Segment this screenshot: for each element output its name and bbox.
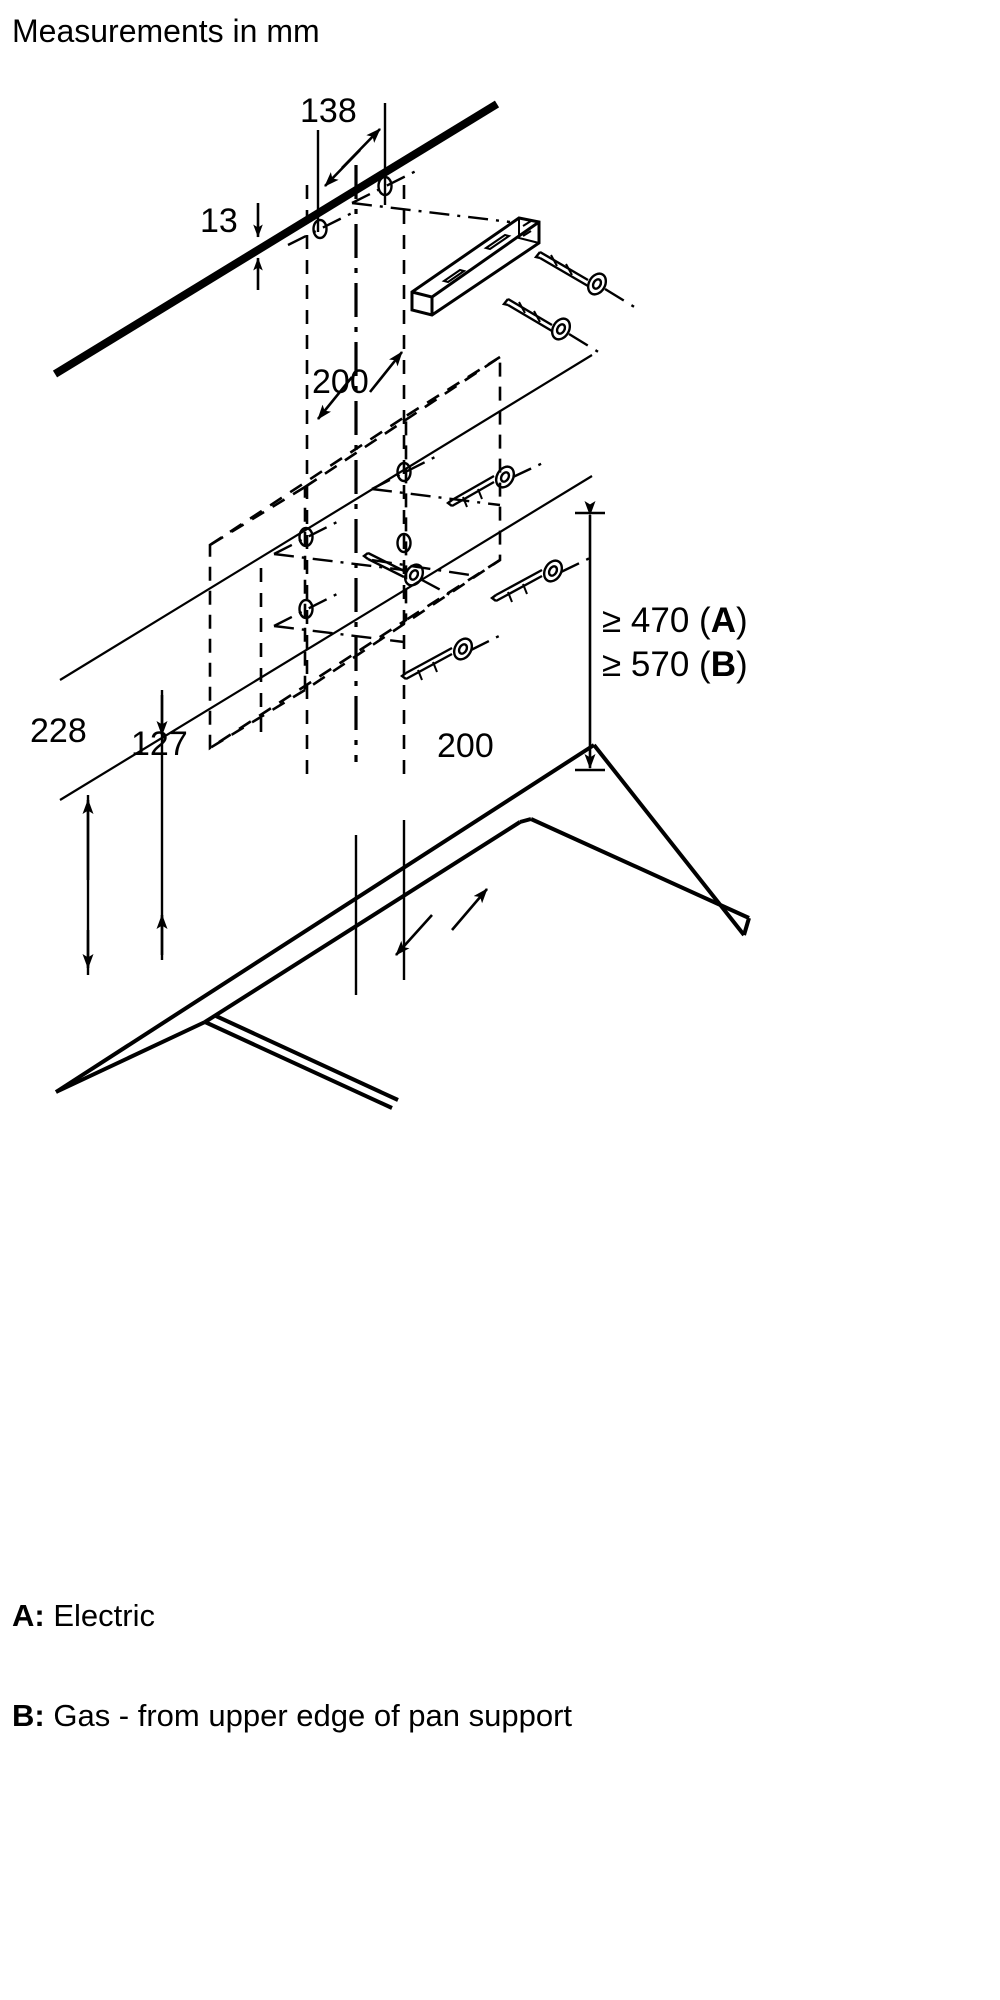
dimension-label-13: 13 bbox=[200, 202, 238, 240]
hob-worktop-outline bbox=[54, 743, 751, 1110]
hood-fixing-screws bbox=[362, 460, 595, 681]
page-title: Measurements in mm bbox=[12, 13, 320, 49]
legend-a-key: A: bbox=[12, 1598, 45, 1633]
wall-surface-lines bbox=[59, 354, 593, 801]
legend-item-b: B: Gas - from upper edge of pan support bbox=[12, 1698, 572, 1734]
dimension-label-127: 127 bbox=[131, 725, 188, 763]
legend-item-a: A: Electric bbox=[12, 1598, 155, 1634]
mounting-rail bbox=[410, 216, 541, 317]
dimension-200-top-arrow bbox=[316, 351, 404, 420]
legend-b-key: B: bbox=[12, 1698, 45, 1733]
dimension-label-200-bottom: 200 bbox=[437, 727, 494, 765]
dimension-200-bottom-arrow bbox=[395, 888, 488, 956]
dimension-label-138: 138 bbox=[300, 92, 357, 130]
hood-body-hidden-outline bbox=[208, 354, 502, 751]
height-label-a: ≥ 470 (A) bbox=[602, 601, 748, 640]
dimension-label-228: 228 bbox=[30, 712, 87, 750]
rail-fixing-screws bbox=[501, 250, 637, 355]
height-label-b: ≥ 570 (B) bbox=[602, 645, 748, 684]
construction-verticals bbox=[259, 185, 406, 780]
dimension-138-arrow bbox=[324, 128, 381, 187]
installation-diagram: 138 13 200 200 228 127 ≥ 470 (A) ≥ 570 (… bbox=[30, 92, 751, 1110]
legend-a-value: Electric bbox=[53, 1598, 155, 1633]
dimension-label-200-top: 200 bbox=[312, 363, 369, 401]
height-dimension bbox=[575, 501, 605, 772]
wall-top-edge bbox=[52, 100, 500, 378]
legend-b-value: Gas - from upper edge of pan support bbox=[53, 1698, 573, 1733]
